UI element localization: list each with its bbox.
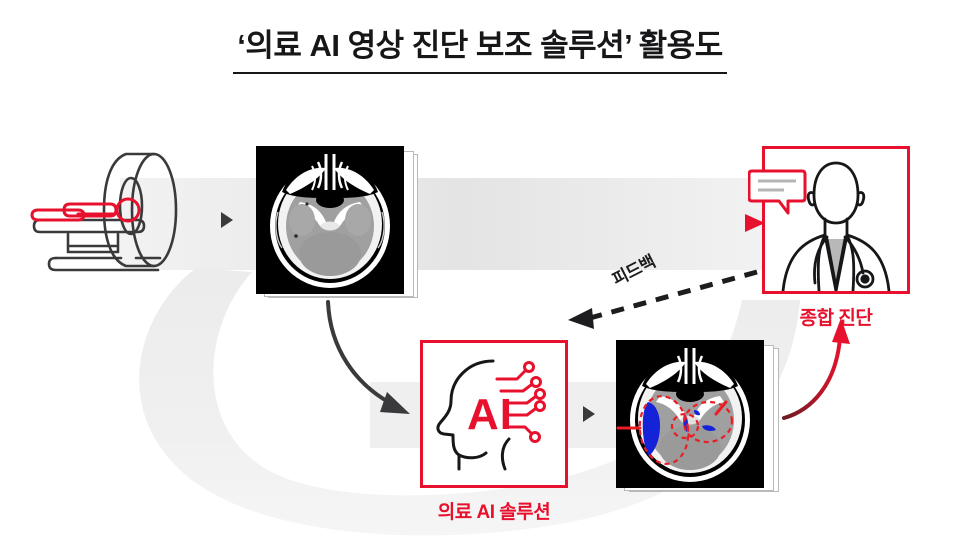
page-title-text: ‘의료 AI 영상 진단 보조 솔루션’ 활용도	[233, 20, 727, 74]
page-title: ‘의료 AI 영상 진단 보조 솔루션’ 활용도	[0, 20, 960, 74]
svg-text:AI: AI	[467, 390, 513, 439]
ai-solution-box[interactable]: AI 의료 AI 솔루션	[420, 340, 568, 523]
speech-bubble-icon	[747, 168, 810, 216]
triangle-arrow-scanner-to-scan	[221, 212, 233, 228]
triangle-arrow-ai-to-result	[583, 406, 595, 422]
doctor-label: 종합 진단	[799, 308, 873, 329]
ct-scanner-icon	[26, 148, 196, 278]
brain-ct-scan-annotated	[616, 340, 779, 492]
brain-ct-scan-original	[256, 146, 418, 298]
ai-solution-label: 의료 AI 솔루션	[437, 502, 551, 523]
